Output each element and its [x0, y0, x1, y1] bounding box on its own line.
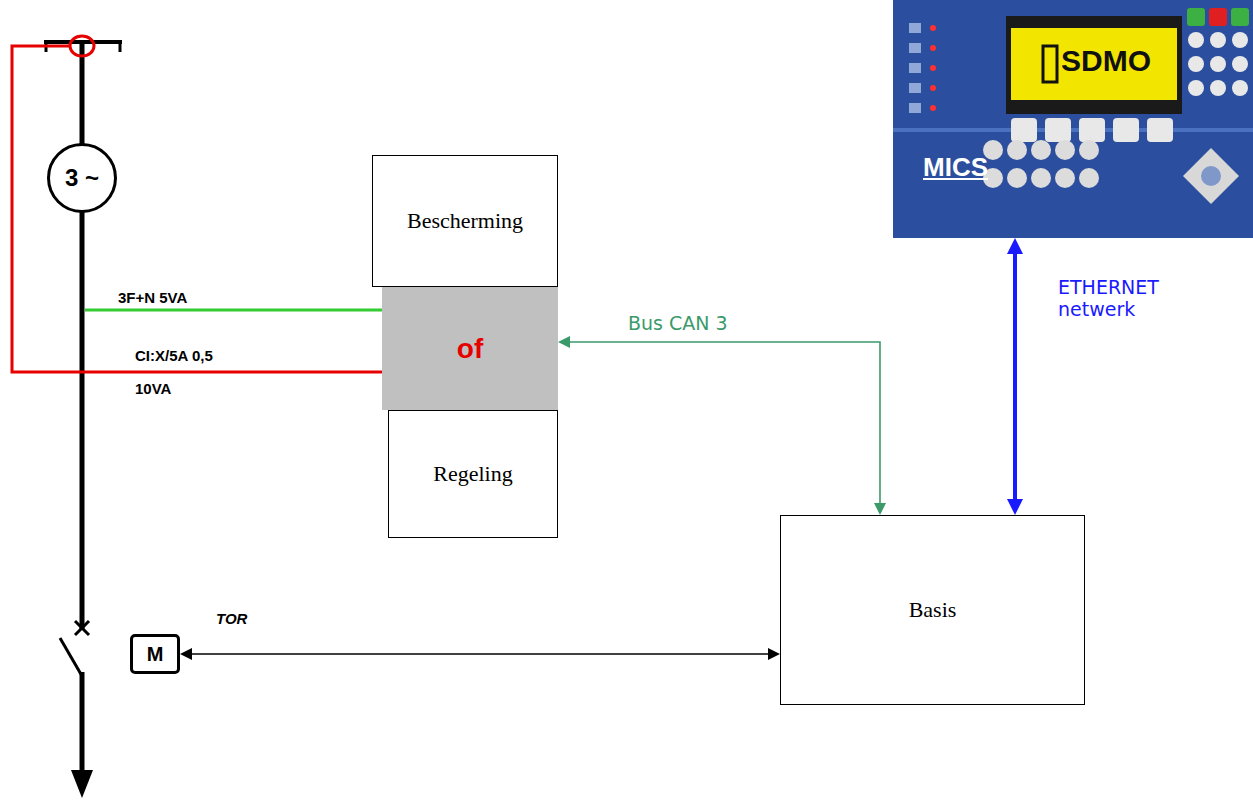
status-led [930, 25, 936, 31]
control-key [1209, 8, 1227, 26]
choice-box: of [382, 287, 558, 410]
status-led [930, 85, 936, 91]
panel-button [1079, 168, 1099, 188]
panel-button [1210, 80, 1226, 96]
screen-frame [1006, 16, 1182, 114]
control-panel: SDMO MICS [893, 0, 1253, 238]
soft-key [1079, 118, 1105, 142]
status-icon [909, 83, 921, 93]
connector [1013, 254, 1017, 499]
motor-box: M [130, 634, 180, 674]
node-text: Regeling [433, 461, 512, 487]
status-icon [909, 103, 921, 113]
nav-center [1201, 166, 1221, 186]
status-led [930, 45, 936, 51]
panel-button [1232, 32, 1248, 48]
brand-logo: SDMO [1061, 44, 1151, 78]
protection-box: Bescherming [372, 155, 558, 287]
soft-key [1147, 118, 1173, 142]
connector-label: ETHERNET netwerk [1056, 276, 1170, 320]
soft-key [1045, 118, 1071, 142]
feeder-arrow [71, 770, 93, 798]
panel-button [1055, 168, 1075, 188]
status-icon [909, 23, 921, 33]
panel-button [1232, 80, 1248, 96]
screen [1011, 28, 1177, 100]
node-text: M [147, 643, 164, 666]
soft-key [1011, 118, 1037, 142]
panel-button [1210, 32, 1226, 48]
current-transformer [70, 36, 94, 56]
connector-label: Bus CAN 3 [626, 312, 730, 334]
panel-button [1007, 168, 1027, 188]
panel-button [1188, 32, 1204, 48]
nav-pad [1183, 148, 1239, 204]
status-led [930, 65, 936, 71]
busbar-tick [119, 42, 122, 52]
panel-face [893, 0, 1253, 238]
wire-label: CI:X/5A 0,5 [135, 347, 213, 364]
node-text: of [457, 333, 483, 365]
panel-button [1079, 140, 1099, 160]
connector [570, 342, 880, 503]
voltage-wire [85, 309, 382, 312]
base-box: Basis [780, 515, 1085, 705]
connector [192, 653, 768, 655]
node-text: Bescherming [407, 208, 523, 234]
panel-button [1210, 56, 1226, 72]
connector-label: TOR [214, 610, 249, 627]
breaker-blade [60, 638, 82, 676]
soft-key [1113, 118, 1139, 142]
generator-circle: 3 ~ [47, 143, 117, 213]
panel-button [1188, 80, 1204, 96]
logo-mark [1043, 46, 1057, 82]
panel-button [1232, 56, 1248, 72]
control-key [1231, 8, 1249, 26]
panel-button [1188, 56, 1204, 72]
busbar-line [80, 42, 85, 630]
brand-name: MICS [923, 152, 988, 183]
panel-stripe [893, 128, 1253, 132]
node-text: 3 ~ [65, 164, 99, 192]
panel-button [1055, 140, 1075, 160]
control-key [1187, 8, 1205, 26]
status-led [930, 105, 936, 111]
control-box: Regeling [388, 410, 558, 538]
current-wire [12, 46, 382, 372]
wire-label: 10VA [135, 380, 171, 397]
panel-button [1031, 168, 1051, 188]
panel-button [1031, 140, 1051, 160]
status-icon [909, 63, 921, 73]
breaker-mark [75, 621, 89, 635]
feeder-line [80, 672, 85, 775]
status-icon [909, 43, 921, 53]
node-text: Basis [909, 597, 957, 623]
panel-illustration [893, 0, 1253, 238]
panel-button [1007, 140, 1027, 160]
wire-label: 3F+N 5VA [118, 289, 187, 306]
breaker-mark [75, 621, 89, 635]
